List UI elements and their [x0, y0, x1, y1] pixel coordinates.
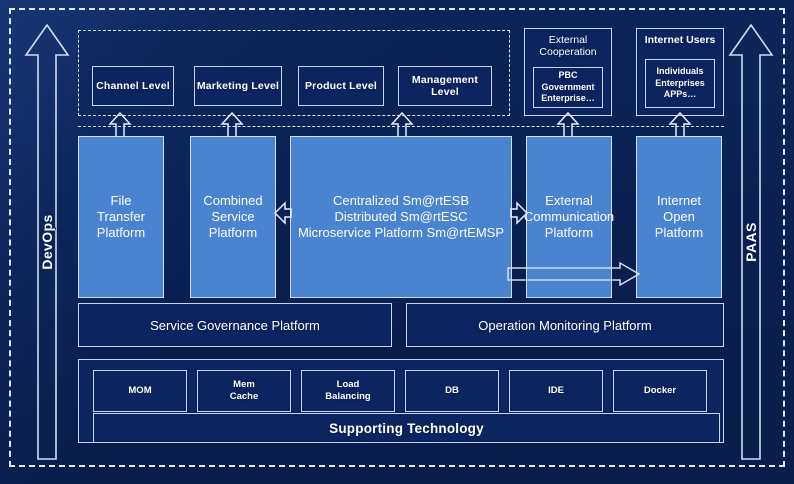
tech-box-mom[interactable]: MOM [93, 370, 187, 412]
arrow-internet-open-up [668, 111, 692, 138]
supporting-technology-label: Supporting Technology [329, 420, 484, 436]
tech-box-ide[interactable]: IDE [509, 370, 603, 412]
tech-box-docker[interactable]: Docker [613, 370, 707, 412]
arrow-file-transfer-up [108, 111, 132, 138]
paas-pillar-arrow: PAAS [728, 22, 774, 462]
internet-users-title: Internet Users [644, 34, 716, 46]
external-cooperation-title: External Cooperation [539, 34, 597, 59]
supporting-technology-bar[interactable]: Supporting Technology [93, 413, 720, 443]
devops-label: DevOps [39, 214, 55, 270]
platform-combined-service[interactable]: Combined Service Platform [190, 136, 276, 298]
operation-monitoring-platform[interactable]: Operation Monitoring Platform [406, 303, 724, 347]
level-box-marketing[interactable]: Marketing Level [194, 66, 282, 106]
platform-file-transfer[interactable]: File Transfer Platform [78, 136, 164, 298]
arrow-core-to-internet-open-right [507, 261, 641, 287]
arrow-external-comm-up [556, 111, 580, 138]
internet-users-inner: Individuals Enterprises APPs… [645, 59, 715, 108]
level-label: Marketing Level [196, 80, 280, 92]
tech-box-db[interactable]: DB [405, 370, 499, 412]
external-cooperation-group[interactable]: External Cooperation PBC Government Ente… [524, 28, 612, 116]
governance-label: Operation Monitoring Platform [478, 317, 652, 333]
devops-pillar-arrow: DevOps [24, 22, 70, 462]
level-box-management[interactable]: Management Level [398, 66, 492, 106]
tech-box-load-balancing[interactable]: Load Balancing [301, 370, 395, 412]
platform-core-esb[interactable]: Centralized Sm@rtESB Distributed Sm@rtES… [290, 136, 512, 298]
level-label: Product Level [304, 80, 378, 92]
level-box-channel[interactable]: Channel Level [92, 66, 174, 106]
governance-label: Service Governance Platform [150, 317, 320, 333]
platform-internet-open[interactable]: Internet Open Platform [636, 136, 722, 298]
arrow-core-platform-up [390, 111, 414, 138]
arrow-combined-service-up [220, 111, 244, 138]
external-cooperation-inner: PBC Government Enterprise… [533, 67, 603, 108]
platform-external-communication[interactable]: External Communication Platform [524, 136, 614, 298]
level-box-product[interactable]: Product Level [298, 66, 384, 106]
level-label: Channel Level [96, 80, 170, 92]
diagram-outer-boundary [9, 8, 785, 467]
arrow-core-to-external-comm-right [510, 200, 529, 226]
level-label: Management Level [411, 74, 479, 98]
tech-box-mem-cache[interactable]: Mem Cache [197, 370, 291, 412]
service-governance-platform[interactable]: Service Governance Platform [78, 303, 392, 347]
consumer-platform-divider [78, 126, 724, 127]
arrow-core-to-combined-left [273, 200, 292, 226]
paas-label: PAAS [743, 222, 759, 262]
internet-users-group[interactable]: Internet Users Individuals Enterprises A… [636, 28, 724, 116]
